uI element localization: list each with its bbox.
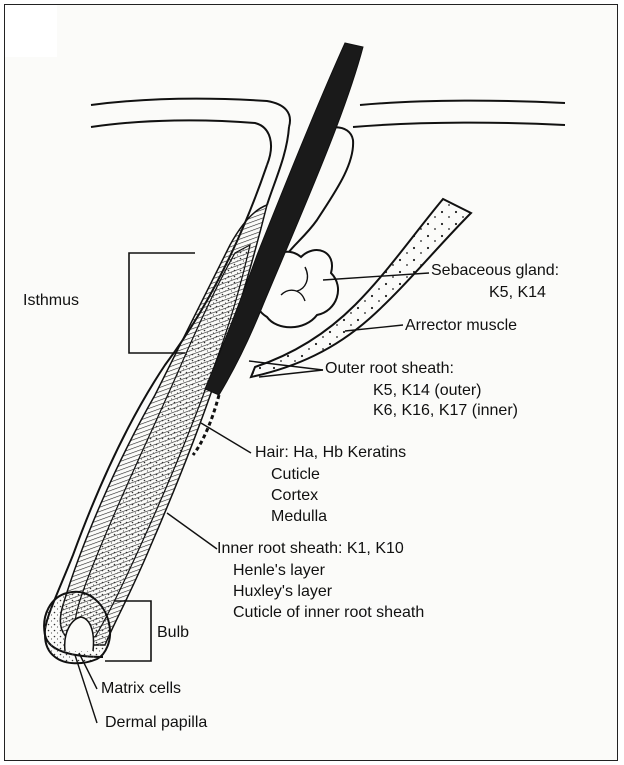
label-outer-line1: K5, K14 (outer) [373,381,482,400]
label-hair-title: Hair: Ha, Hb Keratins [255,443,406,462]
hair-follicle-drawing [5,5,618,761]
label-isthmus: Isthmus [23,291,79,310]
label-hair-medulla: Medulla [271,507,327,526]
label-arrector: Arrector muscle [405,316,517,335]
skin-surface-right [360,101,565,105]
label-sebaceous-title: Sebaceous gland: [431,261,559,280]
label-hair-cuticle: Cuticle [271,465,320,484]
inner-root-sheath [75,245,250,637]
leader-papilla [75,655,97,723]
label-matrix: Matrix cells [101,679,181,698]
label-inner-huxley: Huxley's layer [233,582,332,601]
leader-inner [167,513,217,549]
diagram-frame: Isthmus Sebaceous gland: K5, K14 Arrecto… [4,4,618,761]
label-outer-title: Outer root sheath: [325,359,454,378]
label-bulb: Bulb [157,623,189,642]
label-inner-cuticle: Cuticle of inner root sheath [233,603,424,622]
label-sebaceous-keratins: K5, K14 [489,283,546,302]
skin-surface-right-inner [353,123,565,127]
leader-hair [201,423,251,453]
skin-surface-left-inner [91,120,271,165]
label-hair-cortex: Cortex [271,486,318,505]
label-outer-line2: K6, K16, K17 (inner) [373,401,518,420]
label-inner-henle: Henle's layer [233,561,325,580]
leader-sebaceous [323,273,429,280]
label-papilla: Dermal papilla [105,713,207,732]
label-inner-title: Inner root sheath: K1, K10 [217,539,404,558]
